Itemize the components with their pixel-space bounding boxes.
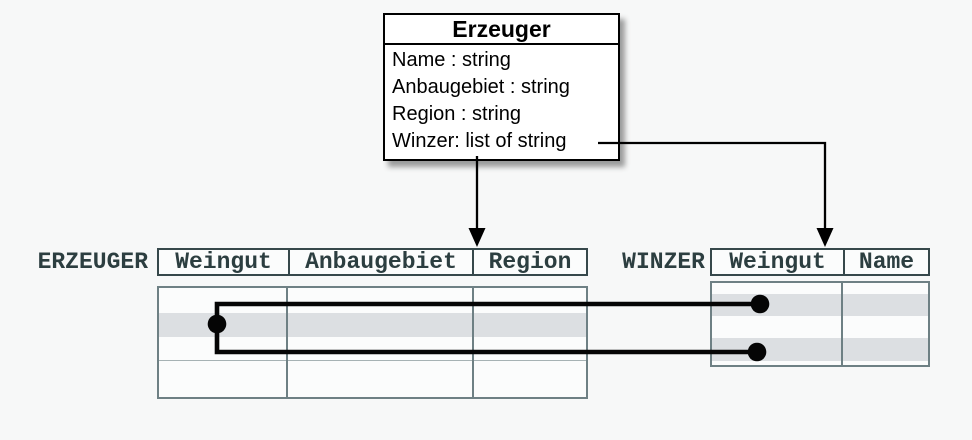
erzeuger-table-label: ERZEUGER [37, 249, 148, 275]
winzer-table-body [710, 281, 930, 367]
highlighted-row [159, 313, 586, 337]
erzeuger-column-anbaugebiet: Anbaugebiet [288, 250, 472, 274]
highlighted-row [712, 294, 928, 316]
column-divider [472, 288, 474, 397]
column-divider [286, 288, 288, 397]
class-title: Erzeuger [385, 15, 618, 45]
erzeuger-column-weingut: Weingut [175, 250, 272, 274]
uml-class-box-erzeuger: Erzeuger Name : string Anbaugebiet : str… [383, 13, 620, 161]
class-attribute-name: Name : string [392, 49, 511, 71]
class-attribute-anbaugebiet: Anbaugebiet : string [392, 76, 570, 98]
class-attribute-winzer: Winzer: list of string [392, 130, 567, 152]
class-attribute-region: Region : string [392, 103, 521, 125]
winzer-column-weingut: Weingut [729, 250, 826, 274]
erzeuger-table-body [157, 286, 588, 399]
erzeuger-column-region: Region [472, 250, 586, 274]
column-divider [841, 283, 843, 365]
erzeuger-mapping-arrow [468, 156, 486, 247]
row-divider [159, 360, 586, 361]
class-attribute-list: Name : string Anbaugebiet : string Regio… [385, 45, 618, 159]
winzer-table-header: Weingut Name [710, 248, 930, 276]
winzer-column-name: Name [843, 250, 928, 274]
winzer-mapping-arrow [598, 141, 834, 247]
erzeuger-table-header: Weingut Anbaugebiet Region [157, 248, 588, 276]
highlighted-row [712, 338, 928, 361]
winzer-table-label: WINZER [622, 249, 705, 275]
